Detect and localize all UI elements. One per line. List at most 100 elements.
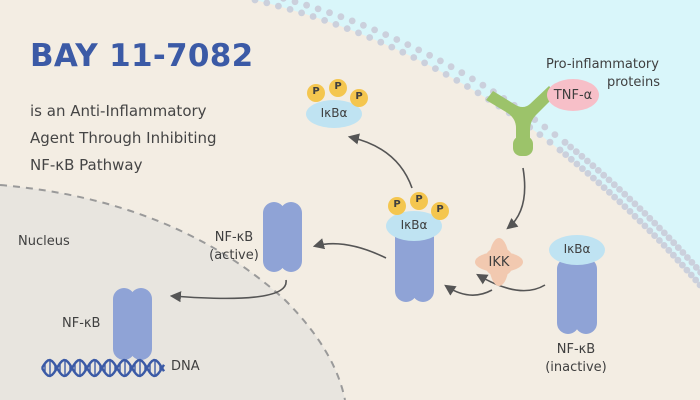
- membrane-bead: [656, 224, 663, 232]
- nuclear-envelope: [0, 184, 346, 400]
- arrow-complex-to-released-ikba: [347, 133, 413, 189]
- active-state-label: (active): [209, 248, 259, 263]
- membrane-bead: [646, 227, 654, 235]
- phospho-group: [388, 197, 406, 215]
- membrane-bead: [651, 232, 658, 240]
- membrane-bead: [556, 146, 564, 154]
- membrane-bead: [263, 0, 271, 7]
- membrane-bead: [348, 17, 356, 25]
- membrane-bead: [355, 29, 362, 37]
- membrane-bead: [679, 261, 686, 269]
- membrane-bead: [393, 36, 401, 43]
- membrane-bead: [298, 9, 305, 17]
- membrane-bead: [432, 65, 439, 72]
- membrane-bead: [646, 214, 654, 222]
- membrane-bead: [421, 59, 428, 67]
- membrane-bead: [567, 155, 575, 163]
- nfkb-inactive-label: NF-κB: [556, 342, 596, 357]
- ikba-phospho-bound: [386, 211, 442, 241]
- phospho-group: [307, 84, 325, 102]
- nfkb-active-dimer: [263, 202, 302, 272]
- dna-double-helix: [40, 358, 166, 378]
- membrane-bead: [670, 239, 678, 247]
- membrane-bead: [360, 21, 367, 29]
- membrane-bead: [377, 38, 385, 46]
- phospho-label: P: [436, 204, 444, 215]
- membrane-bead: [388, 43, 396, 51]
- membrane-bead: [688, 259, 696, 266]
- membrane-bead: [616, 198, 624, 206]
- membrane-bead: [636, 205, 644, 213]
- membrane-bead: [665, 234, 673, 242]
- membrane-bead: [594, 167, 602, 174]
- membrane-bead: [611, 193, 618, 201]
- membrane-bead: [303, 1, 310, 9]
- membrane-bead: [404, 41, 412, 48]
- membrane-bead: [584, 170, 592, 177]
- phospho-group: [410, 192, 428, 210]
- membrane-bead: [674, 244, 682, 252]
- membrane-bead: [656, 237, 663, 244]
- membrane-bead: [697, 269, 700, 276]
- ikba-released: [306, 100, 362, 128]
- nucleus-label: Nucleus: [18, 234, 70, 249]
- membrane-bead: [314, 5, 322, 13]
- membrane-bead: [410, 54, 418, 61]
- arrow-ikk-to-complex: [444, 284, 493, 296]
- arrow-active-to-nucleus: [169, 279, 287, 303]
- arrow-complex-to-active-nfkb: [312, 238, 387, 259]
- phospho-label: P: [415, 194, 423, 205]
- pro-inflammatory-label: Pro-inflammatory: [546, 57, 659, 72]
- phospho-label: P: [393, 199, 401, 210]
- membrane-bead: [415, 46, 423, 54]
- membrane-bead: [679, 249, 687, 256]
- subtitle-line-2: Agent Through Inhibiting: [30, 129, 217, 147]
- membrane-bead: [631, 200, 639, 208]
- membrane-bead: [382, 31, 390, 38]
- membrane-bead: [660, 229, 668, 237]
- membrane-bead: [626, 208, 634, 215]
- membrane-bead: [464, 83, 471, 90]
- membrane-bead: [280, 0, 287, 2]
- tnf-receptor: [486, 86, 557, 156]
- membrane-bead: [275, 2, 282, 10]
- dna-strand: [40, 358, 166, 378]
- phospho-label: P: [355, 91, 363, 102]
- membrane-bead: [371, 26, 378, 34]
- membrane-bead: [621, 190, 629, 198]
- membrane-bead: [696, 281, 700, 289]
- membrane-bead: [291, 0, 299, 6]
- membrane-bead: [692, 264, 700, 271]
- membrane-bead: [567, 143, 574, 151]
- membrane-bead: [332, 21, 340, 28]
- phospho-group: [431, 202, 449, 220]
- membrane-bead: [469, 75, 476, 83]
- membrane-bead: [251, 0, 259, 4]
- membrane-bead: [670, 251, 677, 259]
- membrane-bead: [684, 254, 691, 261]
- membrane-bead: [442, 71, 450, 78]
- membrane-bead: [309, 13, 317, 20]
- nfkb-complex-dimer: [395, 226, 434, 302]
- membrane-bead: [641, 210, 649, 217]
- membrane-bead: [626, 195, 634, 203]
- membrane-bead: [616, 186, 623, 193]
- membrane-bead: [551, 131, 559, 139]
- membrane-bead: [437, 57, 444, 65]
- membrane-bead: [572, 148, 580, 156]
- membrane-bead: [562, 151, 570, 159]
- membrane-bead: [660, 242, 668, 249]
- membrane-bead: [453, 77, 461, 84]
- membrane-bead: [600, 184, 608, 192]
- inactive-state-label: (inactive): [545, 360, 607, 375]
- membrane-bead: [343, 25, 351, 32]
- membrane-bead: [636, 217, 644, 225]
- membrane-bead: [474, 89, 482, 97]
- nfkb-nuclear-label: NF-κB: [62, 316, 101, 331]
- ikba-released-label: IκBα: [320, 106, 348, 120]
- membrane-bead: [326, 9, 333, 17]
- membrane-bead: [561, 138, 569, 146]
- membrane-bead: [605, 176, 613, 184]
